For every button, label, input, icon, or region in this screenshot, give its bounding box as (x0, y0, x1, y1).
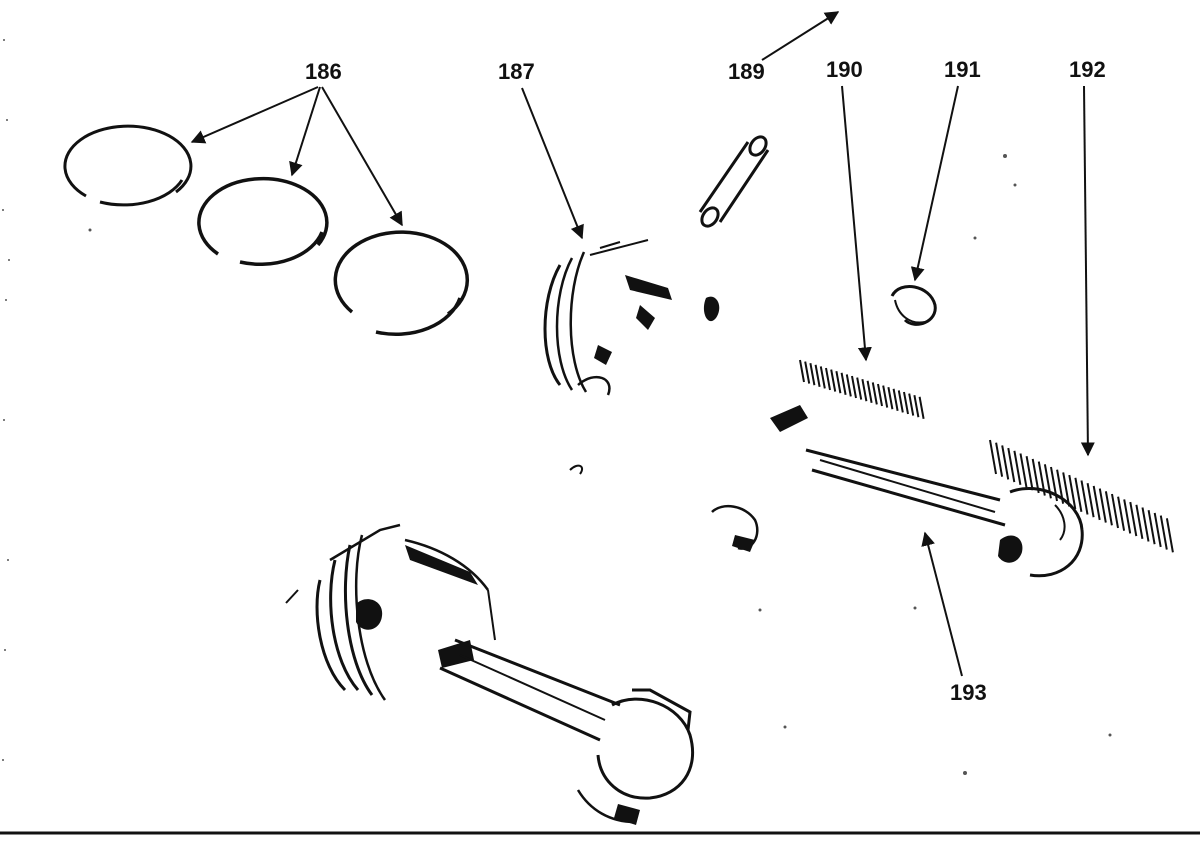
shim-hatch-line (1019, 453, 1028, 488)
leader-191 (910, 85, 959, 282)
callout-186: 186 (305, 59, 342, 84)
shim-hatch-line (871, 382, 878, 405)
shim-hatch-line (1153, 512, 1162, 548)
callout-187: 187 (498, 59, 535, 84)
callout-193: 193 (950, 680, 987, 705)
shim-hatch-line (892, 388, 899, 411)
shim-hatch-line (1031, 458, 1040, 494)
leader-186-a (190, 86, 319, 144)
shim-hatch-line (1001, 445, 1010, 480)
shim-hatch-line (804, 361, 811, 384)
callout-189: 189 (728, 59, 765, 84)
shim-strip-190 (799, 359, 925, 419)
shim-hatch-line (918, 396, 925, 419)
shim-hatch-line (903, 391, 909, 415)
leader-187 (521, 87, 584, 240)
leader-190 (841, 85, 872, 362)
shim-hatch-line (887, 387, 894, 410)
shim-hatch-line (897, 390, 904, 413)
leader-186-c (321, 86, 403, 227)
piston-assembly (285, 523, 695, 825)
shim-hatch-line (1013, 450, 1022, 485)
callout-190: 190 (826, 57, 863, 82)
shim-hatch-line (1147, 510, 1156, 545)
callout-192: 192 (1069, 57, 1106, 82)
shim-hatch-line (866, 380, 873, 403)
shim-hatch-line (989, 439, 997, 475)
shim-hatch-line (1135, 504, 1144, 539)
shim-hatch-line (1086, 483, 1095, 518)
shim-hatch-line (1129, 501, 1138, 537)
piston-ring-2 (197, 176, 329, 267)
shim-hatch-line (1165, 518, 1174, 553)
shim-hatch-line (1123, 499, 1132, 534)
shim-hatch-line (1159, 515, 1168, 550)
shim-hatch-line (1080, 480, 1089, 515)
shim-hatch-line (814, 364, 821, 387)
shim-hatch-line (1092, 485, 1101, 521)
shim-hatch-line (877, 383, 883, 407)
shim-hatch-line (1098, 488, 1107, 523)
shim-hatch-line (856, 377, 863, 400)
shim-hatch-line (882, 385, 889, 408)
leader-189 (761, 11, 840, 61)
shim-hatch-line (835, 371, 842, 394)
piston-exploded (543, 239, 720, 475)
shim-hatch-line (1111, 493, 1119, 529)
shim-hatch-line (830, 369, 837, 392)
shim-hatch-line (1068, 474, 1077, 510)
shim-hatch-line (819, 366, 826, 389)
shim-hatch-line (1141, 507, 1150, 542)
pin-retainer (890, 285, 937, 326)
connecting-rod (711, 405, 1084, 578)
leader-lines (190, 11, 1095, 677)
shim-hatch-line (1117, 496, 1126, 531)
leader-186-b (289, 86, 321, 177)
shim-hatch-line (995, 442, 1004, 477)
shim-hatch-line (913, 395, 920, 418)
shim-hatch-line (809, 363, 816, 386)
shim-hatch-line (1025, 456, 1034, 491)
shim-hatch-line (799, 359, 805, 383)
piston-ring-1 (63, 124, 193, 207)
leader-193 (921, 531, 963, 677)
scan-edge-noise (2, 39, 1112, 775)
shim-hatch-line (1062, 472, 1071, 507)
leader-192 (1080, 85, 1095, 457)
shim-hatch-line (851, 375, 857, 399)
shim-hatch-line (825, 367, 831, 391)
shim-hatch-line (861, 379, 868, 402)
shim-hatch-line (840, 372, 847, 395)
shim-hatch-line (908, 393, 915, 416)
shim-hatch-line (1074, 477, 1083, 512)
piston-rings (63, 124, 470, 337)
shim-hatch-line (1007, 447, 1016, 483)
shim-hatch-line (1104, 491, 1113, 526)
shim-hatch-line (845, 374, 852, 397)
callout-191: 191 (944, 57, 981, 82)
wrist-pin (698, 135, 770, 228)
piston-ring-3 (333, 230, 470, 337)
